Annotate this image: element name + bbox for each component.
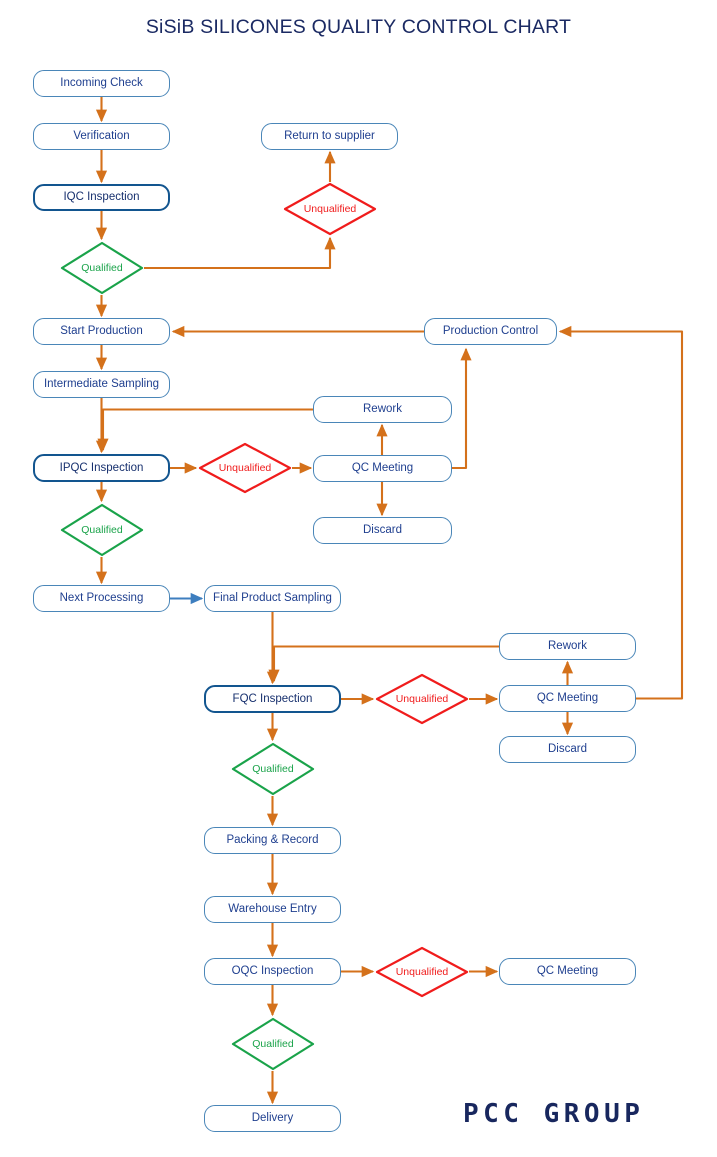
node-oqc-qualified[interactable]: Qualified xyxy=(231,1017,315,1071)
node-label: Qualified xyxy=(252,762,294,775)
node-label: Rework xyxy=(363,403,402,416)
page-title: SiSiB SILICONES QUALITY CONTROL CHART xyxy=(145,16,572,38)
node-label: Production Control xyxy=(442,325,539,338)
node-fqc-rework[interactable]: Rework xyxy=(499,633,636,660)
node-label: Qualified xyxy=(252,1037,294,1050)
node-intermediate-sampling[interactable]: Intermediate Sampling xyxy=(33,371,170,398)
node-production-control[interactable]: Production Control xyxy=(424,318,557,345)
edge-qcmeeting-to-production-control xyxy=(452,347,472,470)
node-fqc-unqualified[interactable]: Unqualified xyxy=(375,673,469,725)
node-ipqc-inspection[interactable]: IPQC Inspection xyxy=(33,454,170,482)
node-label: IPQC Inspection xyxy=(59,461,144,474)
node-label: Unqualified xyxy=(395,965,449,978)
node-ipqc-qualified[interactable]: Qualified xyxy=(60,503,144,557)
pcc-group-logo: PCC GROUP xyxy=(463,1099,645,1129)
node-iqc-unqualified[interactable]: Unqualified xyxy=(283,182,377,236)
node-fqc-discard[interactable]: Discard xyxy=(499,736,636,763)
node-label: Discard xyxy=(363,524,402,537)
diamond-shape xyxy=(231,1017,315,1071)
node-iqc-qualified[interactable]: Qualified xyxy=(60,241,144,295)
node-label: FQC Inspection xyxy=(232,692,313,705)
node-label: QC Meeting xyxy=(351,462,414,475)
node-label: Intermediate Sampling xyxy=(43,378,160,391)
node-label: Qualified xyxy=(81,261,123,274)
node-final-product-sampling[interactable]: Final Product Sampling xyxy=(204,585,341,612)
diamond-shape xyxy=(60,241,144,295)
node-warehouse-entry[interactable]: Warehouse Entry xyxy=(204,896,341,923)
node-delivery[interactable]: Delivery xyxy=(204,1105,341,1132)
node-return-to-supplier[interactable]: Return to supplier xyxy=(261,123,398,150)
node-fqc-qualified[interactable]: Qualified xyxy=(231,742,315,796)
node-label: QC Meeting xyxy=(536,692,599,705)
node-label: Verification xyxy=(73,130,130,143)
node-ipqc-discard[interactable]: Discard xyxy=(313,517,452,544)
node-label: Packing & Record xyxy=(226,834,319,847)
node-label: Discard xyxy=(548,743,587,756)
diamond-shape xyxy=(375,946,469,998)
node-label: Qualified xyxy=(81,523,123,536)
node-incoming-check[interactable]: Incoming Check xyxy=(33,70,170,97)
node-label: Start Production xyxy=(60,325,143,338)
node-label: Warehouse Entry xyxy=(228,903,317,916)
diamond-shape xyxy=(283,182,377,236)
node-verification[interactable]: Verification xyxy=(33,123,170,150)
node-oqc-qc-meeting[interactable]: QC Meeting xyxy=(499,958,636,985)
node-start-production[interactable]: Start Production xyxy=(33,318,170,345)
node-label: Rework xyxy=(548,640,587,653)
node-label: Next Processing xyxy=(59,592,144,605)
edge-iqcqualified-to-unqualified xyxy=(144,236,336,270)
node-oqc-inspection[interactable]: OQC Inspection xyxy=(204,958,341,985)
node-label: Unqualified xyxy=(218,461,272,474)
node-label: Unqualified xyxy=(303,202,357,215)
diamond-shape xyxy=(231,742,315,796)
node-label: Incoming Check xyxy=(60,77,143,90)
diamond-shape xyxy=(60,503,144,557)
node-ipqc-qc-meeting[interactable]: QC Meeting xyxy=(313,455,452,482)
node-label: IQC Inspection xyxy=(63,191,140,204)
node-label: QC Meeting xyxy=(536,965,599,978)
node-oqc-unqualified[interactable]: Unqualified xyxy=(375,946,469,998)
node-iqc-inspection[interactable]: IQC Inspection xyxy=(33,184,170,211)
node-label: Final Product Sampling xyxy=(213,592,332,605)
node-ipqc-unqualified[interactable]: Unqualified xyxy=(198,442,292,494)
diamond-shape xyxy=(198,442,292,494)
node-label: OQC Inspection xyxy=(231,965,314,978)
node-packing-record[interactable]: Packing & Record xyxy=(204,827,341,854)
node-fqc-qc-meeting[interactable]: QC Meeting xyxy=(499,685,636,712)
node-label: Unqualified xyxy=(395,692,449,705)
node-fqc-inspection[interactable]: FQC Inspection xyxy=(204,685,341,713)
diamond-shape xyxy=(375,673,469,725)
node-label: Return to supplier xyxy=(284,130,375,143)
node-label: Delivery xyxy=(251,1112,294,1125)
node-next-processing[interactable]: Next Processing xyxy=(33,585,170,612)
node-ipqc-rework[interactable]: Rework xyxy=(313,396,452,423)
